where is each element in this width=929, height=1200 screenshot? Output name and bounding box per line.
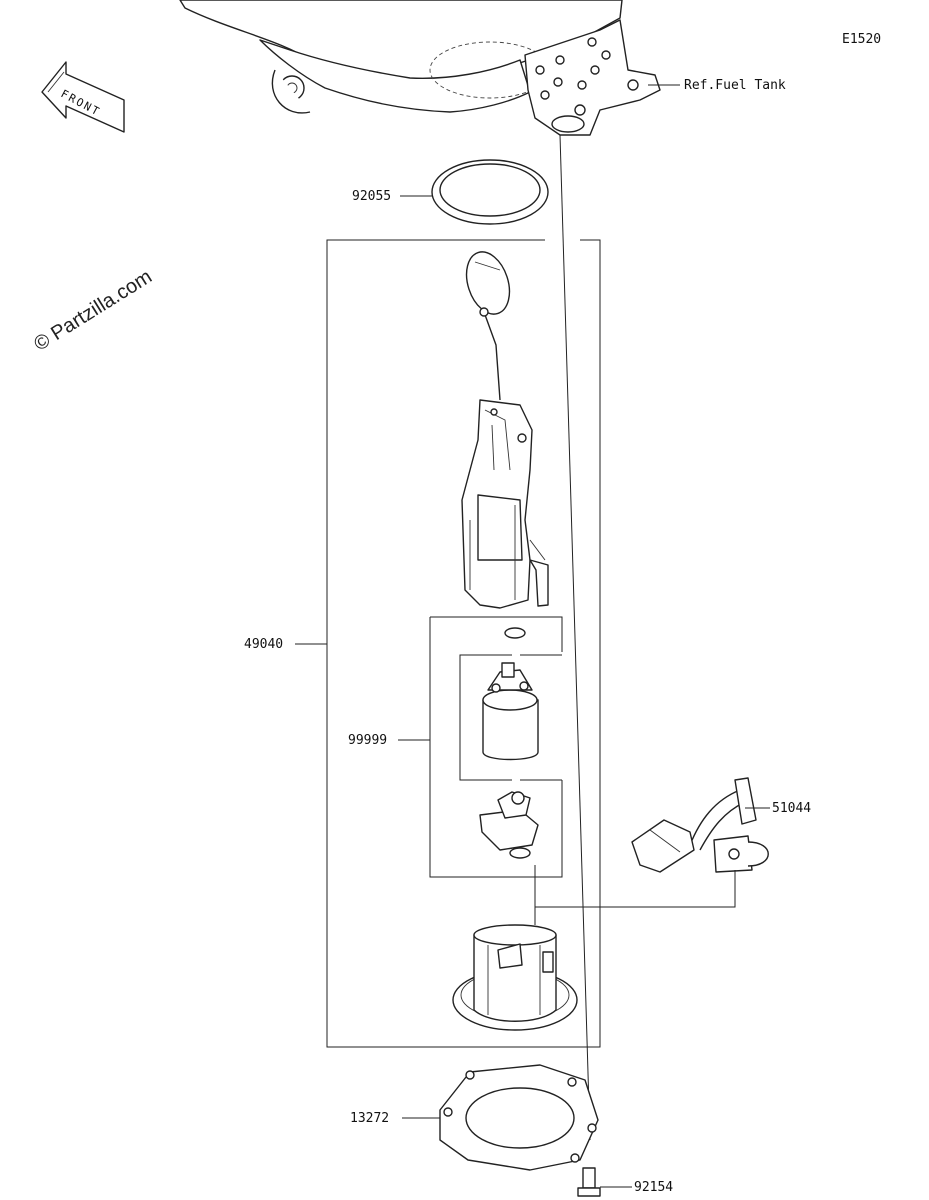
mounting-plate-13272 <box>439 1064 599 1171</box>
fuel-hose-51044 <box>631 777 769 873</box>
fuel-tank-outline <box>179 0 661 136</box>
fuel-level-float <box>465 251 511 401</box>
callout-92055: 92055 <box>352 189 391 204</box>
watermark-text: Partzilla.com <box>47 266 156 345</box>
pump-base-cup <box>452 924 578 1031</box>
watermark: © Partzilla.com <box>30 266 156 356</box>
ref-fuel-tank-label: Ref.Fuel Tank <box>684 78 786 93</box>
fuel-pump-housing <box>461 399 549 609</box>
diagram-code: E1520 <box>842 32 881 47</box>
fuel-pump-motor <box>482 662 539 761</box>
callout-49040: 49040 <box>244 637 283 652</box>
callout-51044: 51044 <box>772 801 811 816</box>
callout-99999: 99999 <box>348 733 387 748</box>
pump-strainer-fitting <box>479 791 539 859</box>
callout-92154: 92154 <box>634 1180 673 1195</box>
callout-13272: 13272 <box>350 1111 389 1126</box>
front-arrow-icon: FRONT <box>41 61 125 133</box>
small-o-ring-top <box>504 627 526 639</box>
gasket-ring-92055 <box>431 159 549 225</box>
bolt-92154 <box>577 1167 601 1197</box>
